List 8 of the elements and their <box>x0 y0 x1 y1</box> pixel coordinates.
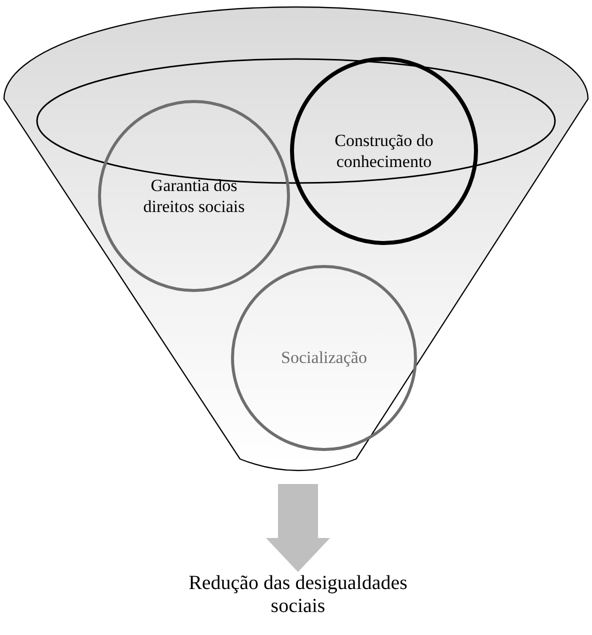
circle <box>231 265 417 451</box>
result-text: Redução das desigualdades sociais <box>178 572 418 618</box>
circle <box>98 100 290 292</box>
arrow <box>266 484 330 572</box>
circle-label: Garantia dos direitos sociais <box>142 174 246 218</box>
circle <box>290 57 478 245</box>
circle-label: Socialização <box>280 347 368 369</box>
circle-label: Construção do conhecimento <box>334 130 434 172</box>
